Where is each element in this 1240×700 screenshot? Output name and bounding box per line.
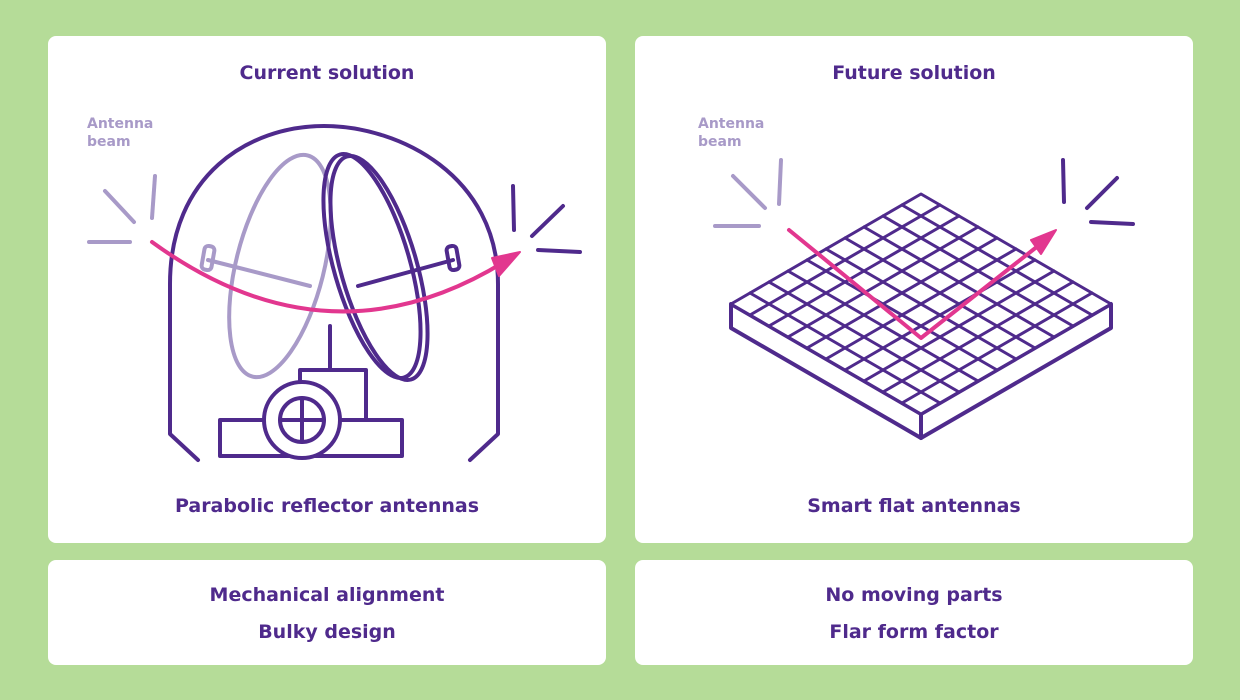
active-dish [321,152,462,382]
future-note-2: Flar form factor [829,621,999,643]
current-solution-card: Current solution Antenna beam [48,36,606,543]
flat-antenna-illustration [713,158,1135,440]
current-solution-notes: Mechanical alignment Bulky design [48,560,606,665]
outgoing-signal-ticks [511,184,582,254]
current-note-1: Mechanical alignment [209,584,445,606]
future-solution-card: Future solution Antenna beam [635,36,1193,543]
incoming-signal-ticks [87,174,157,244]
future-antenna-beam-label: Antenna beam [698,116,765,150]
future-solution-title: Future solution [832,62,996,84]
motor-base [218,368,404,460]
antenna-beam-arc [150,240,506,314]
future-solution-notes: No moving parts Flar form factor [635,560,1193,665]
current-antenna-beam-label: Antenna beam [87,116,154,150]
outgoing-signal-ticks [1061,158,1135,226]
beam-arrowhead [1030,229,1057,255]
ghost-dish [199,152,333,380]
flat-panel-grid [729,192,1113,416]
current-note-2: Bulky design [258,621,396,643]
beam-arrowhead [491,251,521,277]
future-note-1: No moving parts [825,584,1003,606]
parabolic-reflector-illustration [87,124,582,462]
current-solution-title: Current solution [239,62,415,84]
radome-housing [168,124,500,462]
current-solution-caption: Parabolic reflector antennas [174,495,480,517]
antenna-beam-path [787,228,1045,340]
incoming-signal-ticks [713,158,783,228]
future-solution-caption: Smart flat antennas [807,495,1021,517]
